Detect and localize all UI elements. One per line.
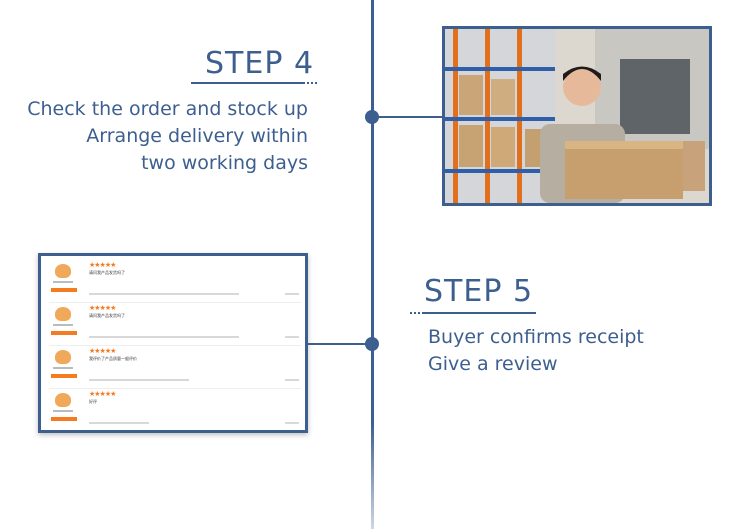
avatar-icon [55,264,71,278]
review-date [285,293,299,295]
avatar-name [53,410,73,412]
avatar-icon [55,307,71,321]
review-item: ★★★★★ 好评 [49,389,301,431]
warehouse-photo [442,26,712,206]
step4-connector [378,116,443,118]
review-text: 好评 [89,399,97,404]
step4-description: Check the order and stock up Arrange del… [0,96,308,177]
step5-node-dot [365,337,379,351]
step4-line-2: Arrange delivery within [86,125,308,147]
review-date [285,336,299,338]
review-screenshot: ★★★★★ 请问我产品发货吗了 ★★★★★ 请问我产品发货吗了 ★★★★★ 我评… [38,253,308,433]
review-meta [89,379,189,381]
warehouse-illustration [445,29,709,203]
review-item: ★★★★★ 请问我产品发货吗了 [49,260,301,303]
avatar-badge [51,417,77,421]
review-item: ★★★★★ 我评价了产品质量一般评价 [49,346,301,389]
step5-connector [308,343,366,345]
step4-underline [191,82,303,84]
avatar-icon [55,393,71,407]
step5-dotted [410,312,424,314]
avatar-badge [51,374,77,378]
avatar-icon [55,350,71,364]
step5-title: STEP 5 [424,274,534,309]
review-stars: ★★★★★ [89,304,116,312]
avatar-badge [51,331,77,335]
review-date [285,422,299,424]
timeline-line [371,0,374,529]
avatar-name [53,281,73,283]
step4-title: STEP 4 [205,46,315,81]
step5-description: Buyer confirms receipt Give a review [428,324,728,378]
review-text: 请问我产品发货吗了 [89,270,125,275]
review-meta [89,336,239,338]
step5-underline [424,312,536,314]
review-stars: ★★★★★ [89,261,116,269]
review-meta [89,422,149,424]
step5-line-2: Give a review [428,353,558,375]
review-date [285,379,299,381]
review-stars: ★★★★★ [89,390,116,398]
avatar-name [53,324,73,326]
step4-line-3: two working days [141,152,308,174]
review-stars: ★★★★★ [89,347,116,355]
step4-dotted [303,82,317,84]
review-text: 请问我产品发货吗了 [89,313,125,318]
review-item: ★★★★★ 请问我产品发货吗了 [49,303,301,346]
step4-node-dot [365,110,379,124]
step4-line-1: Check the order and stock up [27,98,308,120]
review-meta [89,293,239,295]
avatar-badge [51,288,77,292]
step5-line-1: Buyer confirms receipt [428,326,644,348]
avatar-name [53,367,73,369]
review-text: 我评价了产品质量一般评价 [89,356,137,361]
